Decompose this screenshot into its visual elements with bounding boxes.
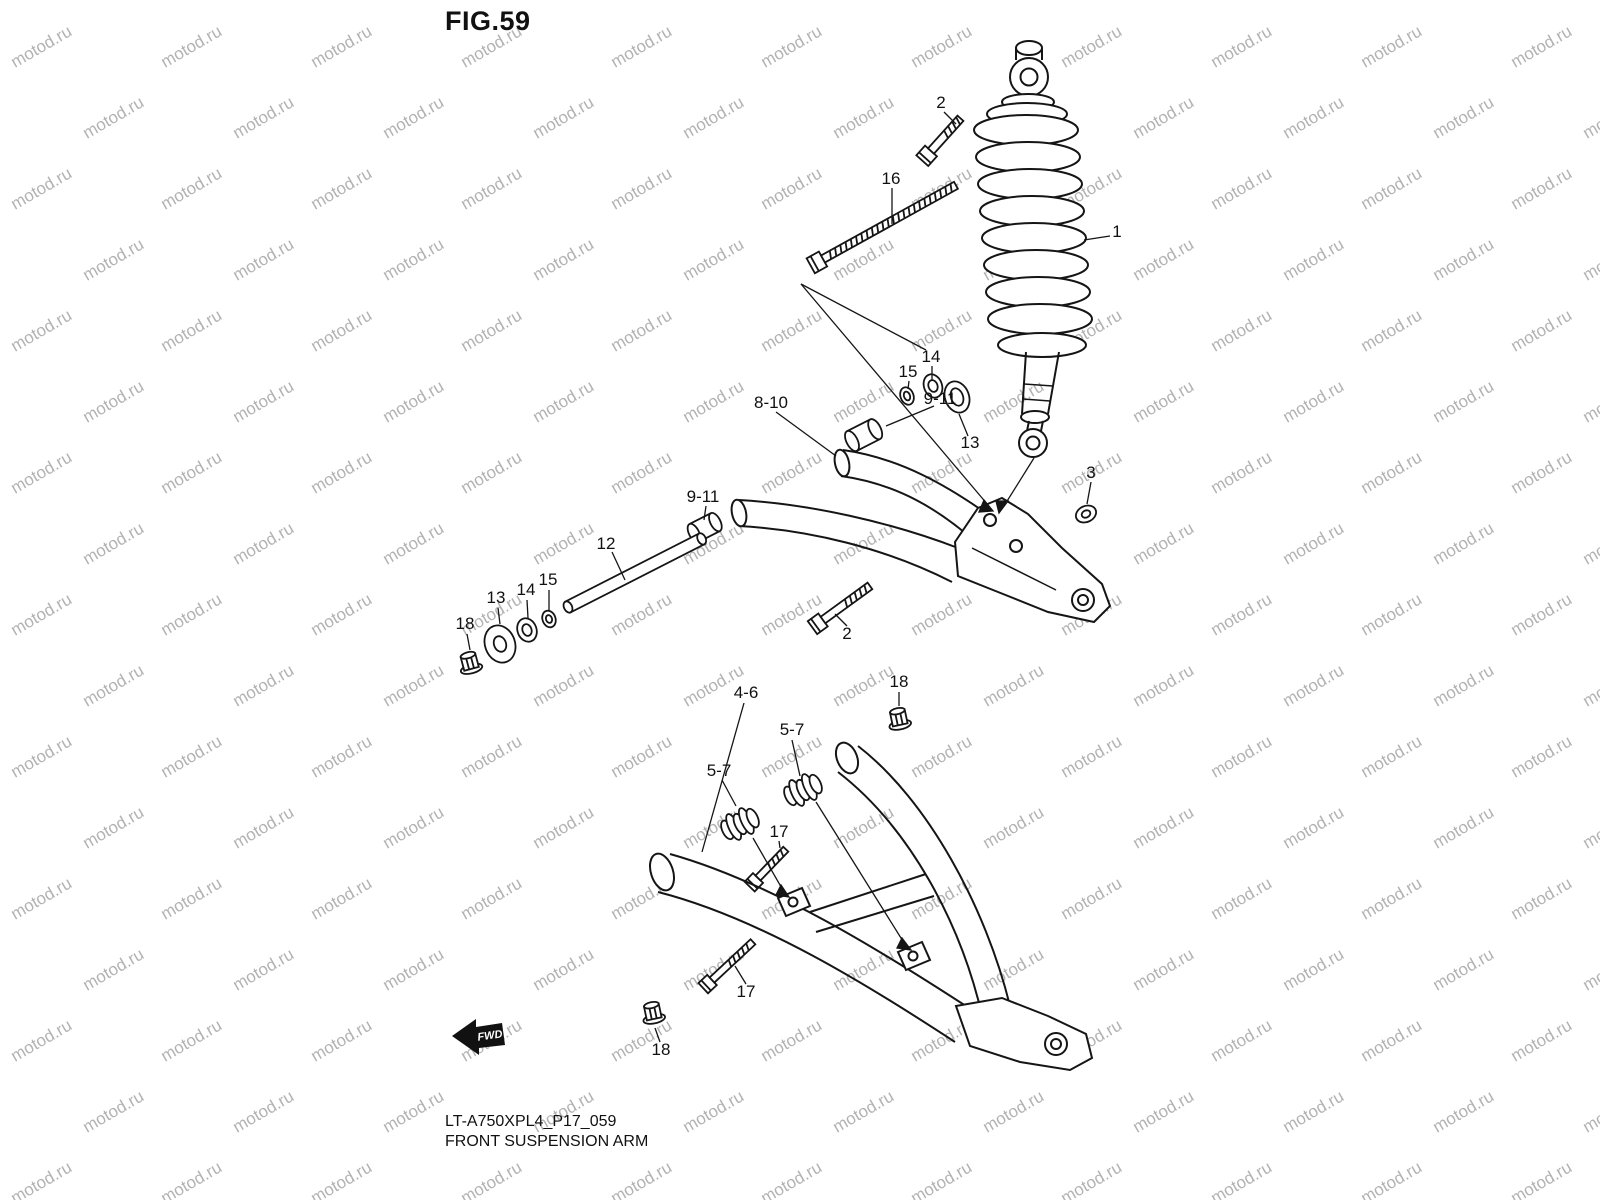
footer-block: LT-A750XPL4_P17_059 FRONT SUSPENSION ARM (445, 1112, 648, 1152)
fwd-arrow: FWD (452, 1019, 505, 1055)
disc-13-left (483, 624, 517, 664)
callout-9-11-top: 9-11 (923, 389, 957, 408)
washer-14-left (516, 617, 538, 643)
callout-1: 1 (1112, 222, 1122, 241)
seal-13-top (943, 380, 971, 414)
spacer-9-11-top (844, 418, 884, 453)
callout-17-lower: 17 (736, 982, 756, 1001)
nut-18-upper-right (888, 706, 912, 731)
callout-13-top: 13 (960, 433, 980, 452)
callout-13-left: 13 (486, 588, 506, 607)
bushing-5-7-front (720, 807, 760, 841)
callout-3: 3 (1086, 463, 1096, 482)
bolt-17-lower (697, 937, 757, 995)
callout-15-top: 15 (898, 362, 918, 381)
washer-15-top (899, 386, 915, 406)
footer-code: LT-A750XPL4_P17_059 (445, 1113, 617, 1130)
callout-15-left: 15 (538, 570, 558, 589)
bolt-2-top (915, 114, 965, 168)
callout-5-7-front: 5-7 (706, 761, 732, 780)
shaft-rod-12 (562, 532, 708, 614)
callout-2-middle: 2 (842, 624, 852, 643)
washer-14-top (922, 373, 944, 399)
leader-lines (466, 111, 1111, 1043)
callout-14-top: 14 (921, 347, 941, 366)
footer-caption: FRONT SUSPENSION ARM (445, 1133, 649, 1150)
nut-18-left (459, 650, 484, 675)
callout-12: 12 (596, 534, 616, 553)
callout-18-bottom: 18 (651, 1040, 671, 1059)
callout-18-left: 18 (455, 614, 475, 633)
callout-4-6: 4-6 (733, 683, 759, 702)
washer-3 (1075, 504, 1097, 524)
shock-absorber-part (973, 40, 1093, 458)
callout-16: 16 (881, 169, 901, 188)
figure-title: FIG.59 (445, 6, 531, 36)
nut-18-bottom (642, 1000, 666, 1025)
fwd-arrow-label: FWD (477, 1028, 504, 1043)
upper-suspension-arm-part (730, 448, 1112, 624)
callout-9-11-left: 9-11 (686, 487, 720, 506)
callout-14-left: 14 (516, 580, 536, 599)
lower-suspension-arm-part (649, 741, 1094, 1072)
callout-17-upper: 17 (769, 822, 789, 841)
callout-18-right: 18 (889, 672, 909, 691)
washer-15-left (541, 609, 557, 629)
bolt-16 (805, 180, 960, 275)
callout-8-10: 8-10 (753, 393, 789, 412)
callout-5-7-rear: 5-7 (779, 720, 805, 739)
callout-2-top: 2 (936, 93, 946, 112)
bushing-5-7-rear (783, 773, 823, 807)
bolt-2-middle (806, 581, 874, 636)
